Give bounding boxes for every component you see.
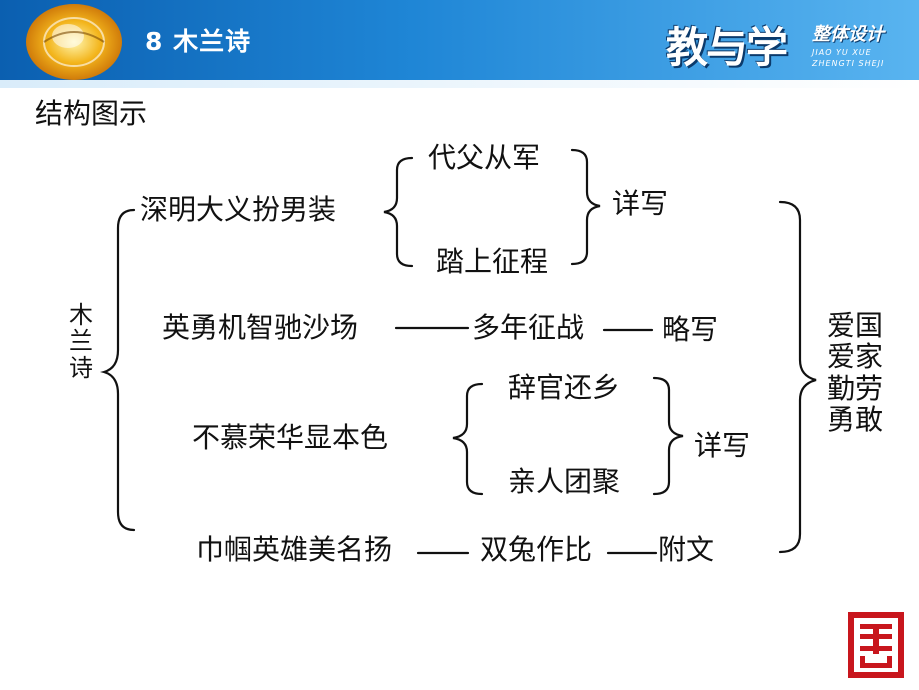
node-1: 深明大义扮男装	[140, 193, 337, 226]
brand-en-line-2: ZHENGTI SHEJI	[812, 59, 885, 68]
node-2-detail: 多年征战	[472, 311, 585, 344]
node-3-sub-1: 辞官还乡	[508, 371, 621, 404]
node-4-detail: 双兔作比	[480, 533, 593, 566]
lesson-title: 8 木兰诗	[145, 27, 252, 56]
node-1-sub-1: 代父从军	[428, 141, 541, 174]
root-brace	[100, 208, 136, 532]
section-title: 结构图示	[35, 97, 148, 130]
node-2: 英勇机智驰沙场	[162, 311, 359, 344]
theme-brace	[778, 200, 817, 554]
brace-n3-right	[652, 376, 684, 496]
node-3-sub-2: 亲人团聚	[508, 465, 621, 498]
node-3: 不慕荣华显本色	[192, 421, 389, 454]
root-label: 木兰诗	[69, 301, 93, 382]
globe-logo-icon	[26, 4, 122, 80]
brand-sub-text: 整体设计	[812, 24, 884, 45]
brace-n1-left	[383, 156, 414, 268]
theme-label: 爱国爱家勤劳勇敢	[826, 309, 883, 437]
brand-main-text: 教与学	[666, 23, 788, 72]
publisher-brand: 教与学 整体设计 JIAO YU XUE ZHENGTI SHEJI	[660, 8, 919, 78]
node-1-sub-2: 踏上征程	[436, 245, 549, 278]
node-2-method: 略写	[662, 313, 719, 346]
brace-n1-right	[570, 148, 601, 266]
seal-logo-icon	[848, 612, 904, 678]
node-4: 巾帼英雄美名扬	[196, 533, 393, 566]
node-4-method: 附文	[658, 533, 715, 566]
header-strip	[0, 80, 919, 88]
header-bar	[0, 0, 919, 80]
node-1-method: 详写	[612, 187, 669, 220]
node-3-method: 详写	[694, 429, 751, 462]
brace-n3-left	[452, 382, 484, 496]
brand-en-line-1: JIAO YU XUE	[812, 48, 872, 57]
